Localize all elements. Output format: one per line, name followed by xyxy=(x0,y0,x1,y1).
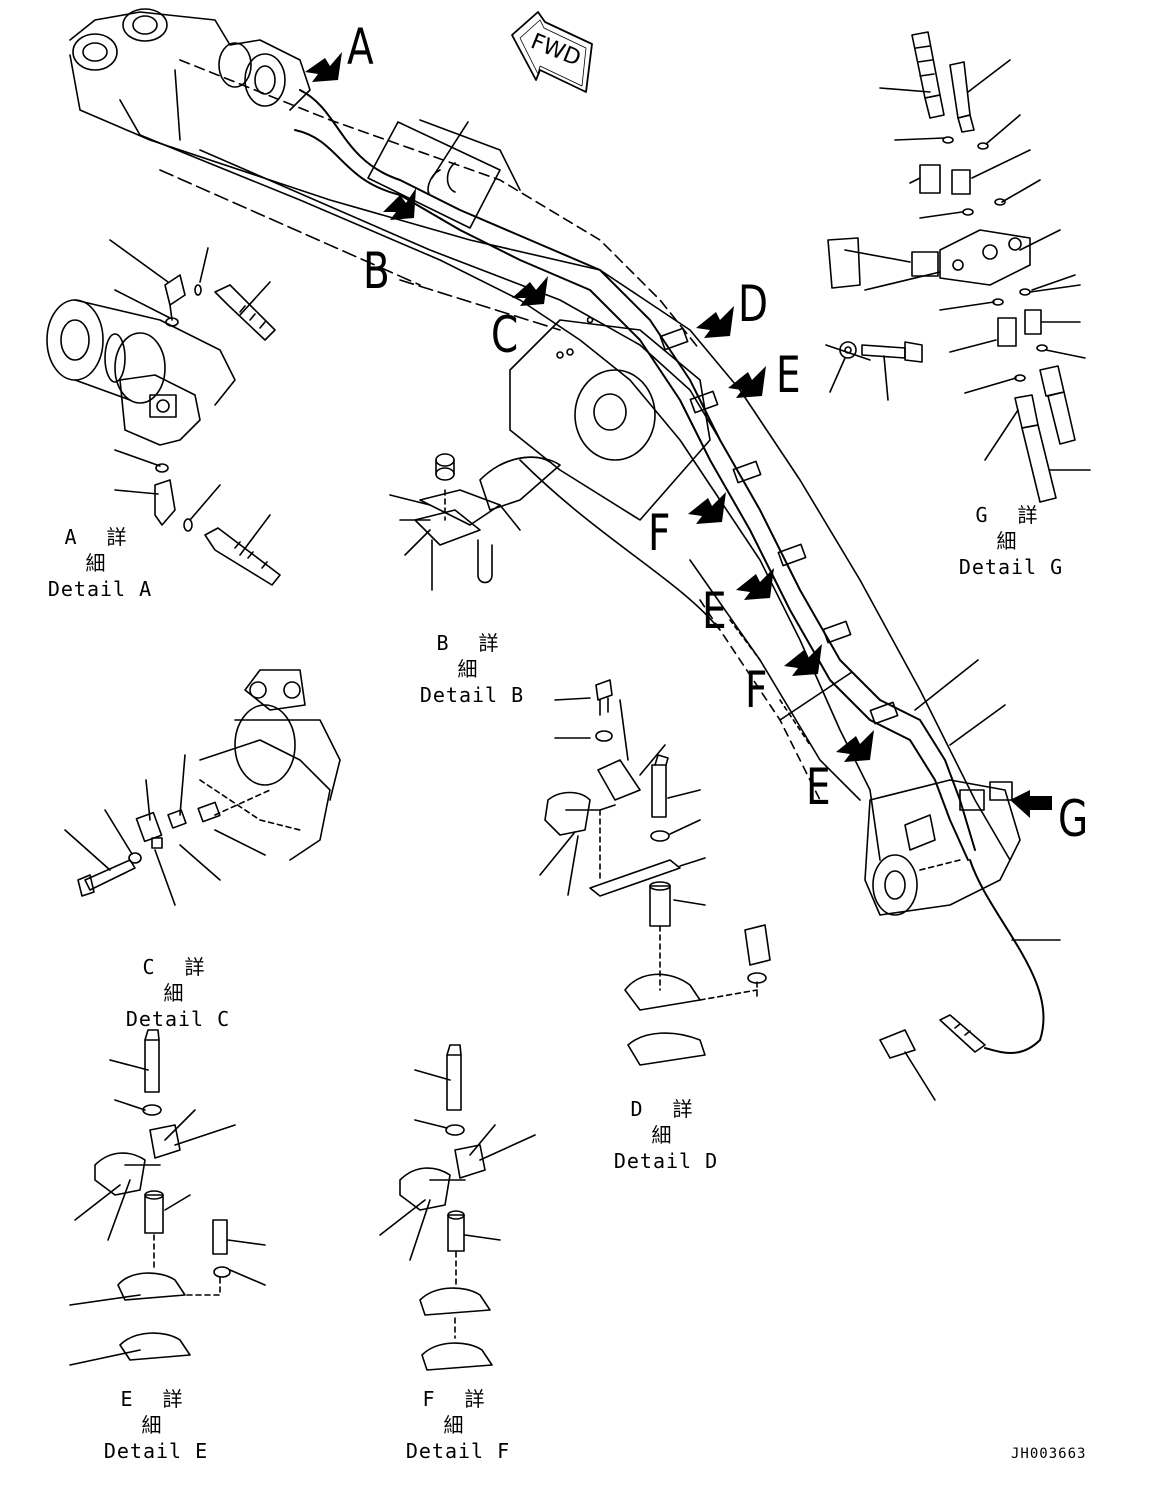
arrow-b xyxy=(383,188,416,220)
detail-f-drawing xyxy=(379,1044,536,1371)
callout-a: A xyxy=(347,18,374,76)
caption-detail-f-jp: F 詳 細 xyxy=(422,1387,494,1437)
detail-b-zone xyxy=(367,121,501,229)
caption-detail-e-jp: E 詳 細 xyxy=(120,1387,192,1437)
arrow-f1 xyxy=(688,492,726,524)
callout-e-1: E xyxy=(776,346,801,404)
caption-detail-b: B 詳 細 Detail B xyxy=(412,630,532,708)
caption-detail-a-en: Detail A xyxy=(47,577,153,601)
detail-c-drawing xyxy=(64,669,341,906)
callout-e-2: E xyxy=(702,582,727,640)
caption-detail-g-en: Detail G xyxy=(958,555,1064,579)
boom-assembly xyxy=(69,8,1021,916)
callout-c: C xyxy=(491,306,519,364)
caption-detail-a-jp: A 詳 細 xyxy=(64,525,136,575)
detail-a-drawing xyxy=(46,239,281,586)
detail-e-drawing xyxy=(69,1029,266,1366)
caption-detail-e: E 詳 細 Detail E xyxy=(96,1386,216,1464)
caption-detail-c-jp: C 詳 細 xyxy=(142,955,214,1005)
caption-detail-c: C 詳 細 Detail C xyxy=(118,954,238,1032)
caption-detail-d: D 詳 細 Detail D xyxy=(606,1096,726,1174)
detail-d-drawing xyxy=(539,679,771,1066)
caption-detail-b-en: Detail B xyxy=(419,683,525,707)
fwd-arrow xyxy=(511,11,593,93)
callout-d: D xyxy=(738,275,769,333)
arrow-e3 xyxy=(836,730,874,762)
caption-detail-b-jp: B 詳 細 xyxy=(436,631,508,681)
arrow-e2 xyxy=(736,568,774,600)
caption-detail-g-jp: G 詳 細 xyxy=(975,503,1047,553)
detail-b-drawing xyxy=(389,453,561,591)
arrow-c xyxy=(512,276,548,306)
caption-detail-d-en: Detail D xyxy=(613,1149,719,1173)
callout-e-3: E xyxy=(806,758,831,816)
arrow-a xyxy=(305,52,342,82)
hose-clamps xyxy=(659,327,1013,811)
caption-detail-e-en: Detail E xyxy=(103,1439,209,1463)
callout-f-2: F xyxy=(745,661,768,719)
caption-detail-d-jp: D 詳 細 xyxy=(630,1097,702,1147)
caption-detail-c-en: Detail C xyxy=(125,1007,231,1031)
caption-detail-f: F 詳 細 Detail F xyxy=(398,1386,518,1464)
callout-f-1: F xyxy=(648,504,671,562)
callout-arrows xyxy=(305,52,1052,818)
hose-lines xyxy=(294,89,1045,1054)
callout-g: G xyxy=(1058,790,1089,848)
detail-g-drawing xyxy=(825,31,1091,1101)
caption-detail-f-en: Detail F xyxy=(405,1439,511,1463)
caption-detail-a: A 詳 細 Detail A xyxy=(40,524,160,602)
callout-b: B xyxy=(363,242,390,300)
drawing-number: JH003663 xyxy=(1011,1446,1087,1462)
caption-detail-g: G 詳 細 Detail G xyxy=(951,502,1071,580)
arrow-e1 xyxy=(728,366,766,398)
main-leaders xyxy=(431,121,1006,746)
arrow-f2 xyxy=(784,644,822,676)
arrow-d xyxy=(696,306,734,338)
arrow-g xyxy=(1010,790,1052,818)
